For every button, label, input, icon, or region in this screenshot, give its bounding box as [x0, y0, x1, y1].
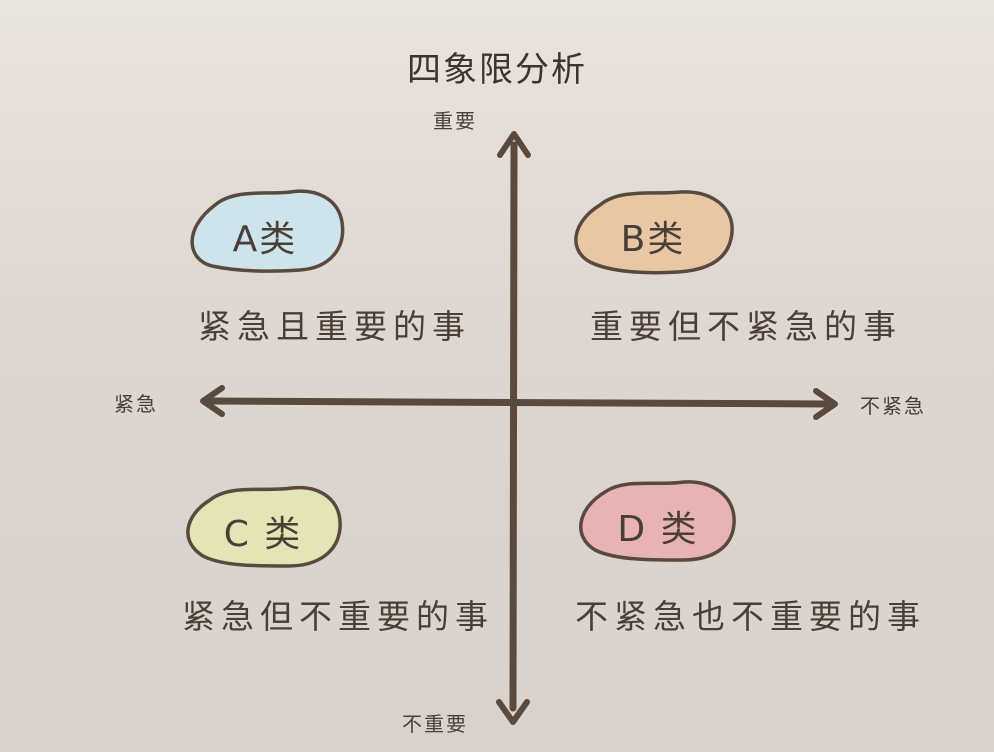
left-arrowhead	[200, 385, 225, 417]
vertical-axis	[496, 131, 531, 725]
diagram-title: 四象限分析	[407, 50, 587, 90]
quadrant-c-description: 紧急但不重要的事	[182, 597, 494, 636]
quadrant-a-description: 紧急且重要的事	[198, 307, 471, 346]
quadrant-b-label: B类	[620, 219, 686, 260]
quadrant-b-blob	[574, 190, 734, 275]
axis-label-important: 重要	[433, 109, 477, 133]
quadrant-c-label: C 类	[223, 514, 303, 555]
right-arrowhead	[813, 388, 838, 420]
axis-label-not-important: 不重要	[402, 712, 468, 736]
quadrant-a-label: A类	[232, 219, 298, 260]
quadrant-d-label: D 类	[617, 509, 699, 550]
horizontal-axis-line	[204, 397, 832, 408]
axis-label-not-urgent: 不紧急	[860, 394, 926, 418]
quadrant-a-blob	[190, 189, 345, 273]
quadrant-c-blob	[186, 485, 342, 568]
bottom-arrowhead	[496, 699, 530, 725]
top-arrowhead	[497, 131, 531, 158]
quadrant-d-description: 不紧急也不重要的事	[575, 597, 926, 636]
vertical-axis-line	[509, 141, 518, 712]
horizontal-axis	[200, 385, 838, 420]
quadrant-b-description: 重要但不紧急的事	[590, 307, 902, 346]
axis-label-urgent: 紧急	[114, 392, 158, 416]
quadrant-d-blob	[579, 480, 736, 562]
